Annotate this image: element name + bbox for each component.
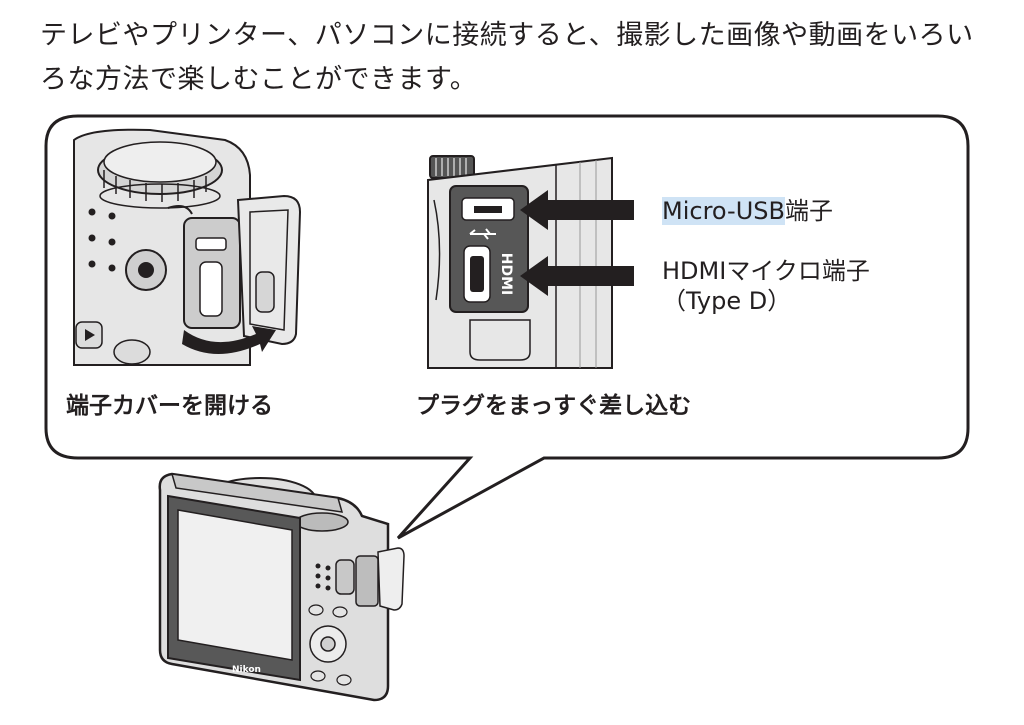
- plug-insert-illustration: HDMI: [427, 155, 634, 369]
- usb-label-rest: 端子: [784, 197, 833, 225]
- usb-insert-arrow: [520, 190, 634, 230]
- hdmi-terminal-label: HDMIマイクロ端子 （Type D）: [662, 256, 870, 316]
- intro-line-1: テレビやプリンター、パソコンに接続すると、撮影した画像や動画をいろい: [40, 20, 974, 51]
- intro-text: テレビやプリンター、パソコンに接続すると、撮影した画像や動画をいろい ろな方法で…: [40, 14, 1000, 102]
- step1-caption: 端子カバーを開ける: [66, 393, 273, 419]
- hdmi-insert-arrow: [520, 256, 634, 296]
- usb-terminal-label: Micro-USB端子: [662, 196, 833, 226]
- camera-overview-illustration: Nikon: [158, 472, 405, 702]
- hdmi-label-line2: （Type D）: [662, 287, 792, 315]
- camera-brand-text: Nikon: [232, 665, 261, 675]
- usb-label-highlight: Micro-USB: [662, 197, 785, 225]
- cover-open-illustration: [73, 128, 302, 366]
- step2-caption: プラグをまっすぐ差し込む: [416, 393, 692, 419]
- hdmi-label-line1: HDMIマイクロ端子: [662, 257, 870, 285]
- intro-line-2: ろな方法で楽しむことができます。: [40, 64, 478, 95]
- hdmi-port-text: HDMI: [498, 253, 514, 295]
